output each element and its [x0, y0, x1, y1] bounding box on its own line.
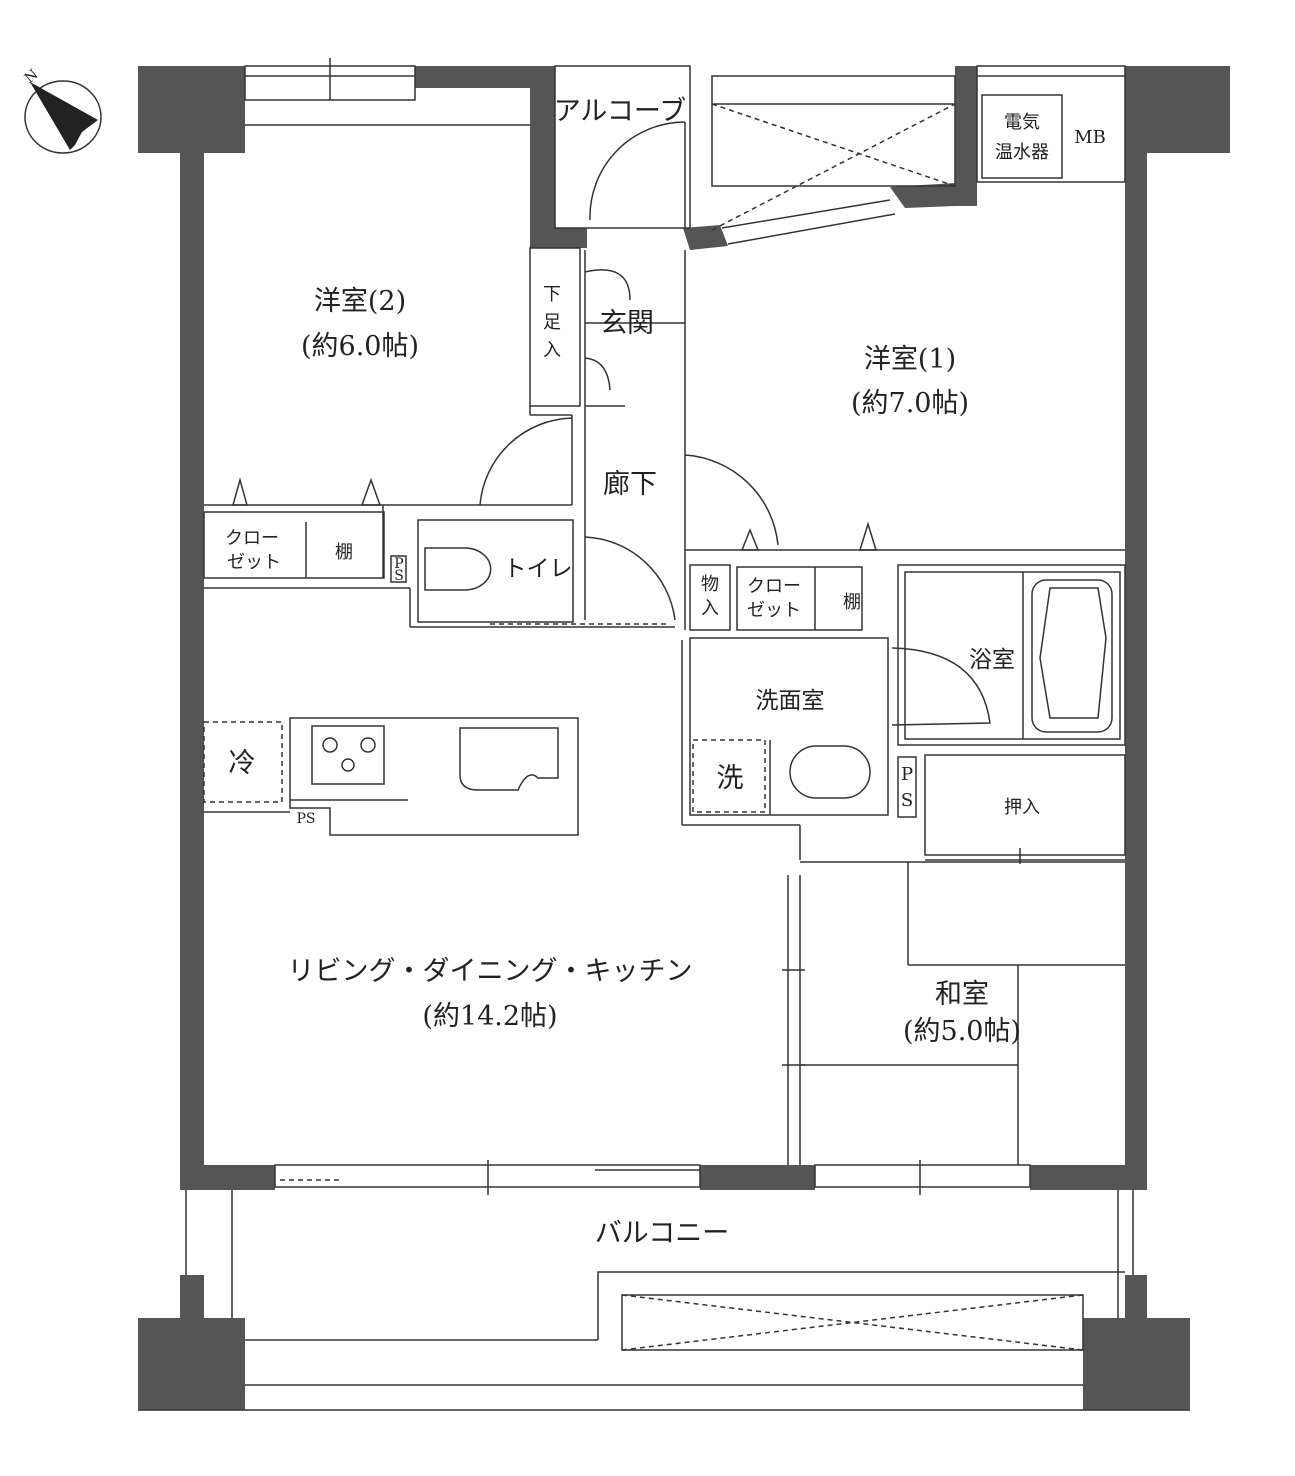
label-washer: 洗 — [717, 763, 744, 794]
label-hallway: 廊下 — [603, 469, 657, 500]
label-ldk: リビング・ダイニング・キッチン — [288, 956, 693, 987]
label-closet-b-1: クロー — [747, 576, 801, 597]
label-shoe-storage-1: 下 — [543, 284, 561, 305]
interior-lines — [138, 58, 1190, 1411]
label-shelf-b: 棚 — [843, 592, 861, 613]
label-western-room-1: 洋室(1) — [864, 344, 956, 375]
label-toilet: トイレ — [504, 556, 573, 582]
label-fridge: 冷 — [229, 748, 256, 779]
label-western-room-1-size: (約7.0帖) — [851, 388, 969, 419]
walls — [138, 66, 1230, 1410]
label-storage-1: 物 — [701, 574, 719, 595]
label-closet-a-1: クロー — [225, 528, 279, 549]
label-japanese-room-size: (約5.0帖) — [903, 1016, 1021, 1047]
label-balcony: バルコニー — [595, 1218, 729, 1249]
label-closet-b-2: ゼット — [747, 600, 801, 621]
label-ps-a-2: S — [394, 568, 404, 584]
label-storage-2: 入 — [701, 598, 719, 619]
room-labels: アルコーブ 電気 温水器 MB 洋室(2) (約6.0帖) 下 足 入 玄関 洋… — [225, 96, 1106, 1249]
label-ldk-size: (約14.2帖) — [422, 1001, 557, 1032]
label-shelf-a: 棚 — [335, 542, 353, 563]
label-closet-a-2: ゼット — [227, 552, 281, 573]
label-washroom: 洗面室 — [756, 688, 825, 714]
label-ps-kitchen: PS — [296, 811, 315, 827]
label-alcove: アルコーブ — [554, 96, 687, 127]
label-western-room-2-size: (約6.0帖) — [301, 331, 419, 362]
label-shoe-storage-2: 足 — [543, 312, 561, 333]
label-ps-a-1: P — [394, 556, 403, 572]
label-bathroom: 浴室 — [969, 647, 1015, 673]
label-entrance: 玄関 — [600, 308, 654, 339]
label-japanese-room: 和室 — [935, 979, 989, 1010]
label-water-heater-2: 温水器 — [995, 142, 1049, 163]
label-ps-b-2: S — [901, 790, 913, 811]
label-water-heater-1: 電気 — [1004, 112, 1040, 133]
label-ps-b-1: P — [901, 764, 913, 785]
label-mb: MB — [1074, 127, 1106, 148]
compass-icon: N — [22, 67, 102, 154]
label-shoe-storage-3: 入 — [543, 340, 561, 361]
compass-north-label: N — [22, 67, 42, 87]
label-oshiire: 押入 — [1004, 797, 1040, 818]
label-western-room-2: 洋室(2) — [314, 286, 406, 317]
